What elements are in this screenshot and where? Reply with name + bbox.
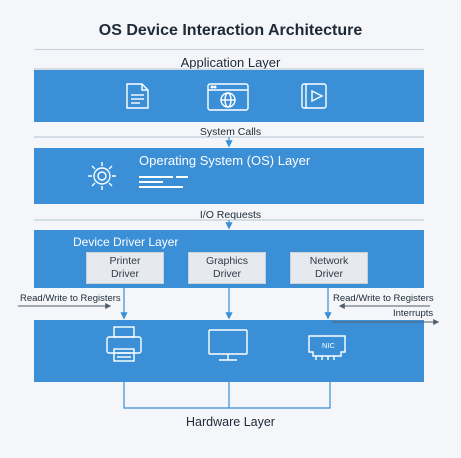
network-driver-line1: Network: [309, 255, 349, 267]
application-layer-label: Application Layer: [180, 55, 281, 70]
document-icon: [126, 83, 149, 109]
media-player-icon: [301, 83, 327, 109]
network-driver-box: Network Driver: [290, 252, 368, 284]
os-text-lines: [139, 176, 188, 188]
os-layer-title: Operating System (OS) Layer: [139, 153, 311, 168]
gear-icon: [88, 162, 116, 190]
hardware-bracket: [123, 382, 331, 409]
diagram-title: OS Device Interaction Architecture: [98, 22, 363, 39]
read-write-left-label: Read/Write to Registers: [20, 293, 121, 304]
printer-driver-line1: Printer: [109, 255, 141, 267]
nic-card-icon: [308, 335, 346, 360]
device-driver-layer-title: Device Driver Layer: [73, 235, 179, 249]
application-layer-band: [34, 70, 424, 122]
title-underline: [34, 49, 424, 50]
printer-driver-box: Printer Driver: [86, 252, 164, 284]
io-requests-label: I/O Requests: [199, 209, 262, 221]
os-layer-band: [34, 148, 424, 204]
interrupts-label: Interrupts: [393, 308, 434, 319]
hardware-layer-label: Hardware Layer: [186, 415, 275, 429]
system-calls-label: System Calls: [199, 126, 262, 138]
read-write-right-label: Read/Write to Registers: [333, 293, 434, 304]
graphics-driver-line1: Graphics: [205, 255, 248, 267]
browser-icon: [207, 83, 249, 111]
monitor-icon: [208, 329, 248, 361]
printer-driver-line2: Driver: [111, 268, 139, 280]
graphics-driver-box: Graphics Driver: [188, 252, 266, 284]
printer-icon: [106, 326, 142, 362]
network-driver-line2: Driver: [315, 268, 343, 280]
nic-label: NIC: [322, 341, 336, 350]
graphics-driver-line2: Driver: [213, 268, 241, 280]
